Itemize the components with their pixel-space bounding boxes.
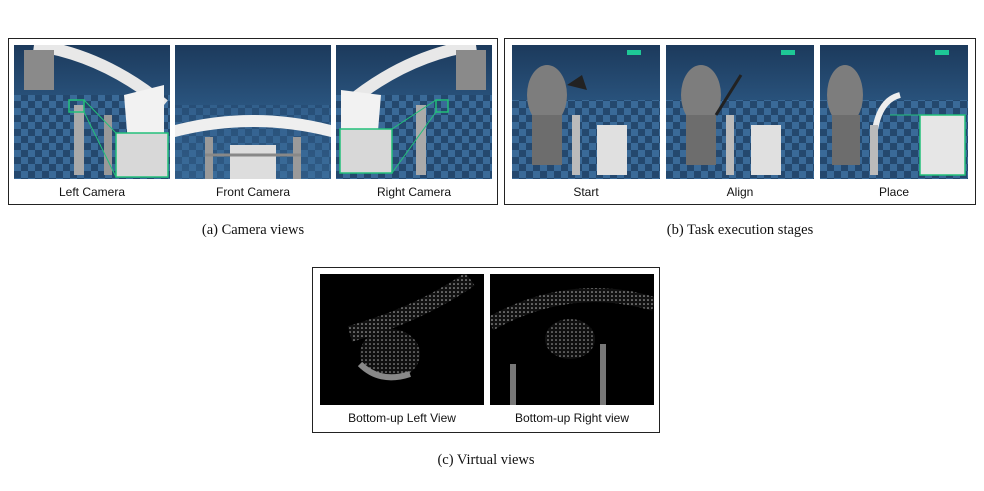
bottom-up-right-view-label: Bottom-up Right view xyxy=(514,411,630,425)
start-stage-label: Start xyxy=(573,185,599,199)
start-stage-image xyxy=(512,45,660,179)
bottom-up-left-view-label: Bottom-up Left View xyxy=(348,411,456,425)
right-camera-label: Right Camera xyxy=(376,185,452,199)
left-camera-image xyxy=(14,45,170,179)
caption-camera-views: (a) Camera views xyxy=(201,222,305,238)
panel-virtual-views: Bottom-up Left View Bottom-up Right view xyxy=(312,267,660,433)
panel-task-stages: Start Align Place xyxy=(504,38,976,205)
align-stage-label: Align xyxy=(726,185,754,199)
place-stage-label: Place xyxy=(878,185,910,199)
caption-virtual-views: (c) Virtual views xyxy=(437,452,535,468)
bottom-up-left-view-image xyxy=(320,274,484,405)
front-camera-image xyxy=(175,45,331,179)
bottom-up-right-view-image xyxy=(490,274,654,405)
caption-task-stages: (b) Task execution stages xyxy=(666,222,814,238)
align-stage-image xyxy=(666,45,814,179)
panel-camera-views: Left Camera Front Camera Right Camera xyxy=(8,38,498,205)
place-stage-image xyxy=(820,45,968,179)
left-camera-label: Left Camera xyxy=(58,185,126,199)
right-camera-image xyxy=(336,45,492,179)
front-camera-label: Front Camera xyxy=(215,185,291,199)
